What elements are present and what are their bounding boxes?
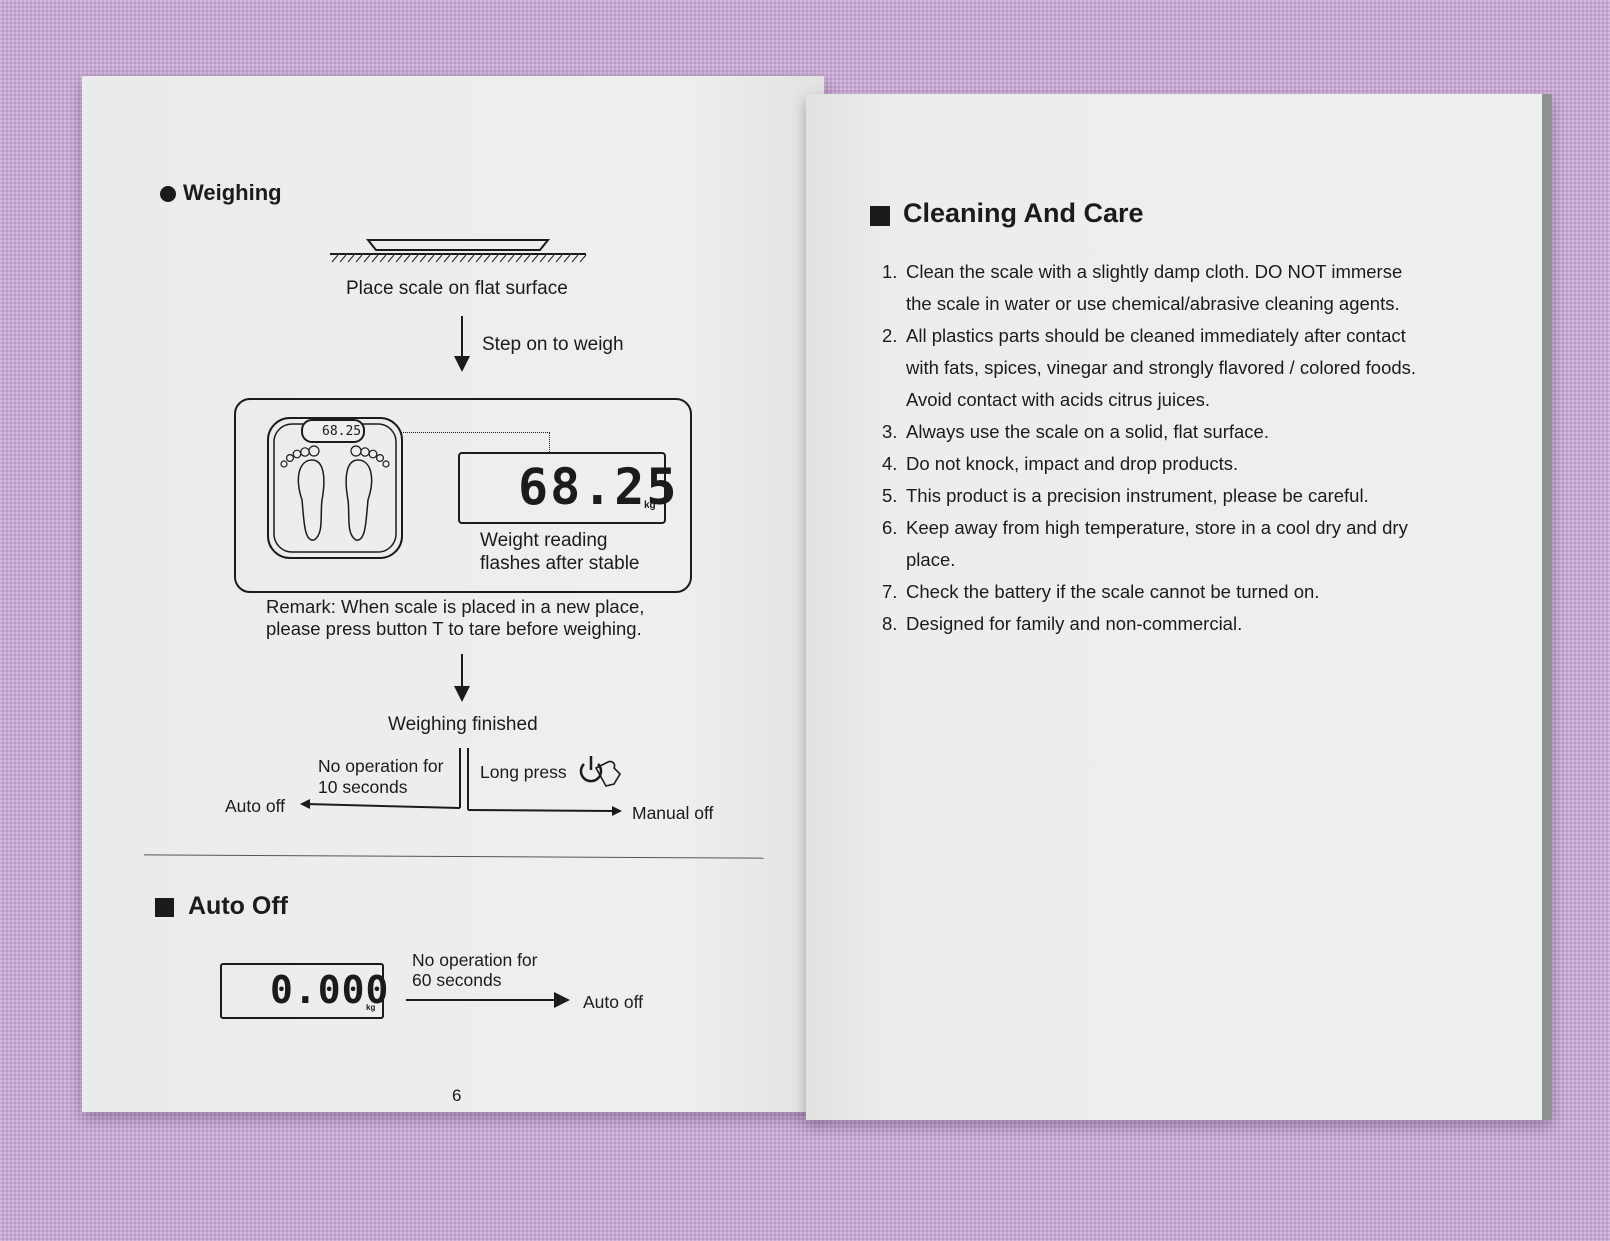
- section-square-icon: [155, 898, 174, 917]
- cleaning-heading: Cleaning And Care: [903, 198, 1144, 228]
- lcd-unit: kg: [644, 500, 656, 511]
- list-item: 6.Keep away from high temperature, store…: [882, 517, 1408, 570]
- scale-small-display: 68.25: [322, 424, 362, 439]
- lcd-weight-display: 68.25 kg: [458, 452, 677, 524]
- down-arrow-icon: [454, 316, 470, 372]
- bullet-dot-icon: [160, 186, 176, 202]
- weighing-heading: Weighing: [183, 180, 282, 205]
- list-item: 8.Designed for family and non-commercial…: [882, 613, 1243, 634]
- list-item: 5.This product is a precision instrument…: [882, 485, 1369, 506]
- remark-line2: please press button T to tare before wei…: [266, 618, 642, 639]
- leader-line: [400, 432, 550, 433]
- care-list: 1.Clean the scale with a slightly damp c…: [882, 256, 1442, 640]
- auto-off-result: Auto off: [583, 992, 644, 1012]
- auto-off-label: Auto off: [225, 796, 286, 816]
- lcd-zero-unit: kg: [366, 1003, 376, 1012]
- long-press-label: Long press: [480, 762, 567, 782]
- list-item: 2.All plastics parts should be cleaned i…: [882, 325, 1417, 410]
- no-op-line1: No operation for: [318, 756, 444, 776]
- right-page: [806, 94, 1552, 1120]
- page-number: 6: [452, 1086, 462, 1105]
- list-item: 3.Always use the scale on a solid, flat …: [882, 421, 1269, 442]
- weight-note-line1: Weight reading: [480, 530, 608, 551]
- scale-display-panel: [234, 398, 692, 593]
- branch-arrows: [300, 748, 622, 816]
- down-arrow-icon: [454, 654, 470, 702]
- power-icon: [579, 756, 603, 783]
- power-hand-icon: [579, 756, 622, 787]
- list-item: 7.Check the battery if the scale cannot …: [882, 581, 1320, 602]
- manual-off-label: Manual off: [632, 803, 714, 823]
- lcd-weight-value: 68.25: [518, 458, 679, 516]
- lcd-zero-value: 0.000: [270, 968, 390, 1012]
- section-square-icon: [870, 206, 890, 226]
- place-scale-label: Place scale on flat surface: [346, 278, 568, 299]
- no-op-line2: 10 seconds: [318, 777, 408, 797]
- weight-note-line2: flashes after stable: [480, 553, 640, 574]
- lcd-zero-display: 0.000 kg: [220, 963, 388, 1019]
- list-item: 1.Clean the scale with a slightly damp c…: [882, 261, 1403, 314]
- flat-surface-scale-illustration: [330, 239, 587, 263]
- left-page: [82, 76, 824, 1112]
- auto-off-noop-line2: 60 seconds: [412, 970, 502, 990]
- hand-press-icon: [594, 760, 622, 787]
- auto-off-heading: Auto Off: [188, 892, 288, 920]
- remark-line1: Remark: When scale is placed in a new pl…: [266, 596, 645, 617]
- leader-line-vertical: [549, 432, 550, 452]
- list-item: 4.Do not knock, impact and drop products…: [882, 453, 1239, 474]
- step-on-label: Step on to weigh: [482, 334, 624, 355]
- weighing-finished-label: Weighing finished: [388, 714, 538, 735]
- scale-footprints-illustration: [267, 417, 403, 559]
- right-arrow-icon: [406, 992, 570, 1008]
- auto-off-noop-line1: No operation for: [412, 950, 538, 970]
